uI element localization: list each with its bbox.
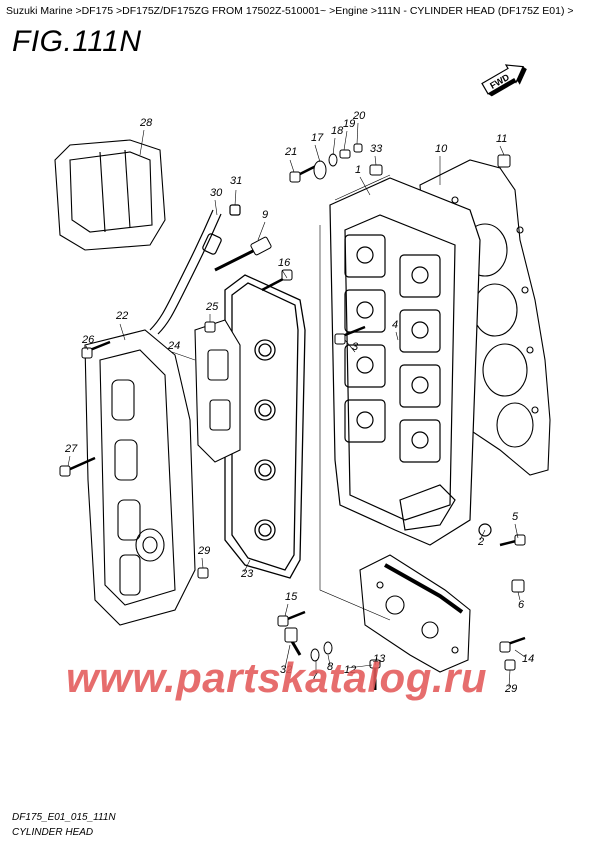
part-number-9[interactable]: 9 [262, 209, 268, 221]
part-number-18[interactable]: 18 [331, 125, 344, 137]
part-number-13[interactable]: 13 [373, 653, 386, 665]
part-number-16[interactable]: 16 [278, 257, 291, 269]
part-number-1[interactable]: 1 [355, 164, 361, 176]
breather-hose [149, 204, 241, 335]
part-number-21[interactable]: 21 [284, 146, 297, 158]
part-number-23[interactable]: 23 [240, 568, 254, 580]
fwd-arrow-icon: FWD [481, 64, 527, 97]
breadcrumb-cylinder-head[interactable]: >111N - CYLINDER HEAD (DF175Z E01) > [370, 5, 574, 17]
part-number-6[interactable]: 6 [518, 599, 525, 611]
part-number-20[interactable]: 20 [352, 110, 366, 122]
breadcrumb-suzuki-marine[interactable]: Suzuki Marine [6, 5, 73, 17]
part-number-7[interactable]: 7 [312, 670, 319, 682]
part-number-26[interactable]: 26 [81, 334, 95, 346]
part-number-33[interactable]: 33 [370, 143, 383, 155]
part-number-28[interactable]: 28 [139, 117, 153, 129]
breadcrumb: Suzuki Marine >DF175 >DF175Z/DF175ZG FRO… [6, 5, 574, 17]
cover-plate [194, 319, 241, 463]
breadcrumb-model-range[interactable]: >DF175Z/DF175ZG FROM 17502Z-510001~ [116, 5, 327, 17]
part-number-3[interactable]: 3 [352, 341, 359, 353]
part-number-15[interactable]: 15 [285, 591, 298, 603]
part-number-12[interactable]: 12 [344, 664, 356, 676]
watermark-text: www.partskatalog.ru [66, 654, 488, 701]
part-number-8[interactable]: 8 [327, 661, 334, 673]
part-number-11[interactable]: 11 [496, 133, 507, 145]
part-number-27[interactable]: 27 [64, 443, 78, 455]
part-number-31[interactable]: 31 [230, 175, 242, 187]
breadcrumb-engine[interactable]: >Engine [329, 5, 368, 17]
breadcrumb-df175[interactable]: >DF175 [75, 5, 114, 17]
timing-housing [359, 554, 471, 673]
top-cover [54, 139, 166, 251]
part-number-10[interactable]: 10 [435, 143, 448, 155]
part-number-17[interactable]: 17 [311, 132, 324, 144]
figure-title: FIG.111N [12, 25, 142, 58]
part-number-30[interactable]: 30 [210, 187, 223, 199]
part-number-29[interactable]: 29 [197, 545, 210, 557]
cylinder-head-cover [84, 329, 196, 626]
part-number-22[interactable]: 22 [115, 310, 128, 322]
figure-caption: CYLINDER HEAD [12, 827, 94, 838]
part-number-2[interactable]: 2 [477, 536, 484, 548]
part-number-25[interactable]: 25 [205, 301, 219, 313]
part-number-32[interactable]: 32 [280, 664, 292, 676]
part-number-29[interactable]: 29 [504, 683, 517, 695]
fasteners [59, 143, 526, 690]
figure-code: DF175_E01_015_111N [12, 812, 116, 823]
part-number-5[interactable]: 5 [512, 511, 519, 523]
part-number-4[interactable]: 4 [392, 319, 398, 331]
part-number-19[interactable]: 19 [343, 118, 355, 130]
cylinder-head [329, 177, 492, 546]
part-number-24[interactable]: 24 [167, 340, 180, 352]
leader-lines [67, 122, 526, 688]
part-number-14[interactable]: 14 [522, 653, 534, 665]
